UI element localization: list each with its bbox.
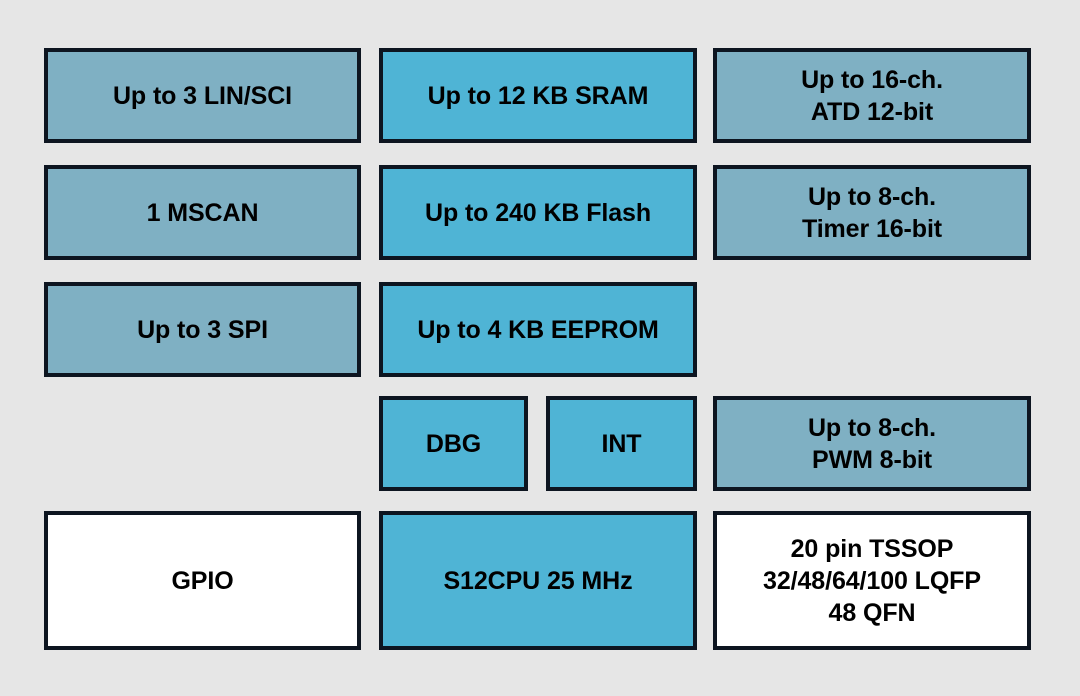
- block-eeprom-label: Up to 4 KB EEPROM: [417, 315, 659, 344]
- block-cpu[interactable]: S12CPU 25 MHz: [379, 511, 697, 650]
- block-sram[interactable]: Up to 12 KB SRAM: [379, 48, 697, 143]
- block-timer[interactable]: Up to 8-ch. Timer 16-bit: [713, 165, 1031, 260]
- block-int-label: INT: [601, 429, 642, 458]
- block-dbg-label: DBG: [425, 429, 482, 458]
- block-atd-label: Up to 16-ch. ATD 12-bit: [801, 65, 943, 126]
- block-int[interactable]: INT: [546, 396, 697, 491]
- block-lin-sci-label: Up to 3 LIN/SCI: [112, 81, 293, 110]
- block-cpu-label: S12CPU 25 MHz: [443, 566, 633, 595]
- block-sram-label: Up to 12 KB SRAM: [427, 81, 649, 110]
- block-eeprom[interactable]: Up to 4 KB EEPROM: [379, 282, 697, 377]
- block-lin-sci[interactable]: Up to 3 LIN/SCI: [44, 48, 361, 143]
- block-spi[interactable]: Up to 3 SPI: [44, 282, 361, 377]
- block-mscan-label: 1 MSCAN: [146, 198, 259, 227]
- block-atd[interactable]: Up to 16-ch. ATD 12-bit: [713, 48, 1031, 143]
- block-flash-label: Up to 240 KB Flash: [424, 198, 652, 227]
- block-pwm[interactable]: Up to 8-ch. PWM 8-bit: [713, 396, 1031, 491]
- block-flash[interactable]: Up to 240 KB Flash: [379, 165, 697, 260]
- block-pwm-label: Up to 8-ch. PWM 8-bit: [807, 413, 937, 474]
- block-mscan[interactable]: 1 MSCAN: [44, 165, 361, 260]
- block-dbg[interactable]: DBG: [379, 396, 528, 491]
- block-package[interactable]: 20 pin TSSOP 32/48/64/100 LQFP 48 QFN: [713, 511, 1031, 650]
- block-spi-label: Up to 3 SPI: [137, 315, 268, 344]
- block-package-label: 20 pin TSSOP 32/48/64/100 LQFP 48 QFN: [763, 534, 981, 627]
- block-gpio[interactable]: GPIO: [44, 511, 361, 650]
- block-gpio-label: GPIO: [171, 566, 234, 595]
- block-timer-label: Up to 8-ch. Timer 16-bit: [801, 182, 943, 243]
